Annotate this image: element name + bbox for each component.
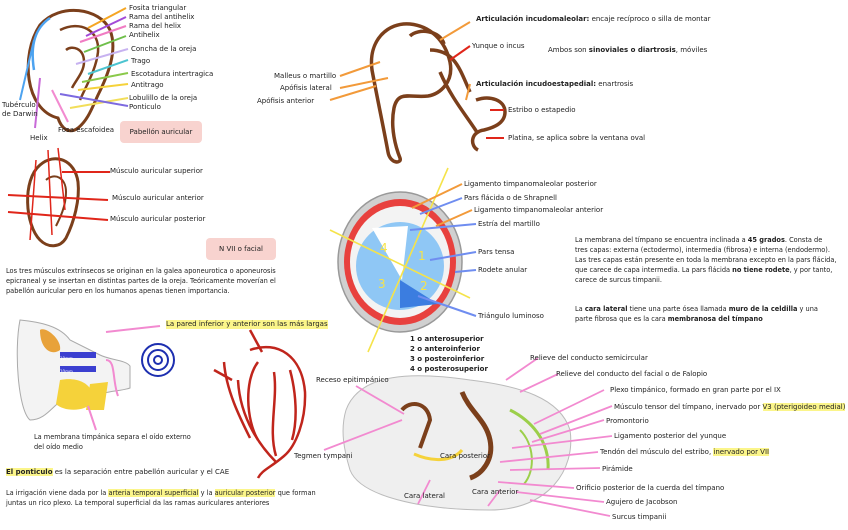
irrigacion-text: La irrigación viene dada por la arteria … [6, 489, 316, 507]
label-tegmen: Tegmen tympani [294, 452, 353, 460]
label-estribo: Estribo o estapedio [508, 106, 576, 114]
label-malleus: Malleus o martillo [274, 72, 337, 80]
tympanic-description-2: La cara lateral tiene una parte ósea lla… [575, 305, 818, 323]
label-promontorio: Promontorio [606, 417, 649, 425]
label-triangulo: Triángulo luminoso [478, 312, 544, 320]
label-plexo-timpanico: Plexo timpánico, formado en gran parte p… [610, 386, 781, 394]
label-musculo-posterior: Músculo auricular posterior [110, 215, 206, 223]
tympanic-drawing [329, 167, 471, 353]
label-estria: Estría del martillo [478, 220, 540, 228]
label-membrana-timpanica: La membrana timpánica separa el oído ext… [34, 433, 191, 451]
quadrant-number-2: 2 [420, 279, 428, 293]
label-antitrago: Antitrago [131, 81, 164, 89]
label-musculo-tensor: Músculo tensor del tímpano, inervado por… [614, 403, 846, 411]
label-tendon-estribo: Tendón del músculo del estribo, inervado… [600, 448, 770, 456]
label-relieve-facial: Relieve del conducto del facial o de Fal… [556, 370, 708, 378]
auricle-arrows [19, 7, 129, 129]
quadrant-number-3: 3 [378, 277, 386, 291]
label-escotadura: Escotadura intertragica [131, 70, 214, 78]
label-cara-posterior: Cara posterior [440, 452, 490, 460]
middle-ear-arrows [323, 357, 613, 517]
quadrant-number-1: 1 [418, 249, 426, 263]
label-measure-1: 10mm [60, 356, 73, 361]
label-apofisis-anterior: Apófisis anterior [257, 97, 315, 105]
ossicles-arrows [329, 21, 504, 139]
label-pars-flacida: Pars flácida o de Shrapnell [464, 194, 558, 202]
middle-ear-drawing [342, 375, 572, 511]
label-musculo-superior: Músculo auricular superior [110, 167, 203, 175]
ponticulo-text: El ponticulo es la separación entre pabe… [6, 468, 230, 476]
label-rama-helix: Rama del helix [129, 22, 182, 30]
label-piramide: Pirámide [602, 465, 633, 473]
incudoestapedial-text: Articulación incudoestapedial: enartrosi… [476, 80, 634, 88]
label-helix: Helix [30, 134, 48, 142]
ambos-text: Ambos son sinoviales o diartrosis, móvil… [548, 46, 708, 54]
tympanic-arrows [409, 183, 477, 317]
quadrant-1: 1 o anterosuperior [410, 335, 484, 343]
label-measure-2: 10mm [60, 369, 73, 374]
label-relieve-semicircular: Relieve del conducto semicircular [530, 354, 648, 362]
label-yunque: Yunque o incus [472, 42, 525, 50]
label-lobulillo: Lobulillo de la oreja [129, 94, 198, 102]
box-nervio-facial: N VII o facial [206, 238, 276, 260]
muscle-ear-drawing [7, 147, 110, 248]
tympanic-description-1: La membrana del tímpano se encuentra inc… [575, 236, 837, 284]
incudomaleolar-text: Articulación incudomaleolar: encaje recí… [476, 15, 711, 23]
label-pars-tensa: Pars tensa [478, 248, 515, 256]
quadrant-3: 3 o posteroinferior [410, 355, 485, 363]
label-cara-lateral: Cara lateral [404, 492, 445, 500]
label-tuberculo: Tubérculo [2, 101, 36, 109]
label-receso: Receso epitimpánico [316, 376, 389, 384]
label-ponticulo: Ponticulo [129, 103, 161, 111]
label-trago: Trago [131, 57, 151, 65]
label-cara-anterior: Cara anterior [472, 488, 519, 496]
ear-section-drawing [16, 319, 175, 431]
muscles-paragraph: Los tres músculos extrínsecos se origina… [6, 267, 276, 295]
ossicles-drawing [369, 22, 507, 164]
label-darwin: de Darwin [2, 110, 38, 118]
label-platina: Platina, se aplica sobre la ventana oval [508, 134, 646, 142]
label-rodete: Rodete anular [478, 266, 528, 274]
label-musculo-anterior: Músculo auricular anterior [112, 194, 204, 202]
quadrant-2: 2 o anteroinferior [410, 345, 480, 353]
label-lig-posterior: Ligamento timpanomaleolar posterior [464, 180, 597, 188]
label-apofisis-lateral: Apófisis lateral [280, 84, 332, 92]
label-surcus-timpanii: Surcus timpanii [612, 513, 667, 521]
quadrant-4: 4 o posterosuperior [410, 365, 488, 373]
label-rama-antihelix: Rama del antihelix [129, 13, 195, 21]
label-agujero-jacobson: Agujero de Jacobson [606, 498, 678, 506]
label-concha: Concha de la oreja [131, 45, 197, 53]
label-orificio-cuerda: Orificio posterior de la cuerda del tímp… [576, 484, 725, 492]
box-pabellon-auricular: Pabellón auricular [120, 121, 202, 143]
arteries-drawing [213, 329, 307, 479]
label-fosita-triangular: Fosita triangular [129, 4, 187, 12]
label-ligamento-yunque: Ligamento posterior del yunque [614, 432, 727, 440]
label-lig-anterior: Ligamento timpanomaleolar anterior [474, 206, 604, 214]
label-pared: La pared inferior y anterior son las más… [166, 320, 328, 329]
quadrant-number-4: 4 [380, 241, 388, 255]
label-fosa-escafoidea: Fosa escafoidea [58, 126, 115, 134]
label-antihelix: Antihelix [129, 31, 160, 39]
